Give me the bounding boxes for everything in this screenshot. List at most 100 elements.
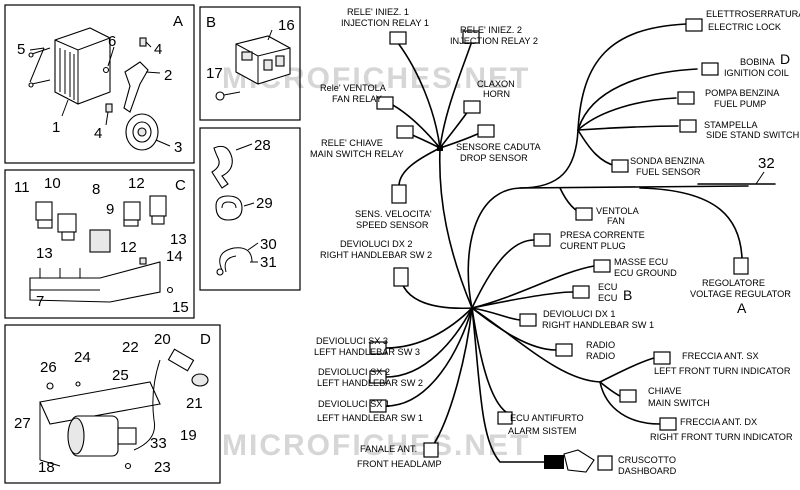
part-number: 11 xyxy=(14,179,30,196)
screw-parts-5 xyxy=(28,47,51,88)
rh-sw2-connector xyxy=(393,267,409,287)
part-number: 30 xyxy=(260,236,277,253)
part-number: 4 xyxy=(94,125,102,142)
ignition-coil-label-it: BOBINA xyxy=(740,57,776,67)
panel-a: A xyxy=(4,4,195,164)
speed-sensor-label-it: SENS. VELOCITA' xyxy=(355,209,432,219)
main-relay-label-it: RELE' CHIAVE xyxy=(321,138,383,148)
part-number: 1 xyxy=(52,119,60,136)
side-stand-label-en: SIDE STAND SWITCH xyxy=(706,130,799,140)
relay2-label-en: INJECTION RELAY 2 xyxy=(450,36,538,46)
screw-illustration xyxy=(46,382,54,390)
part-number: 2 xyxy=(164,67,172,84)
alarm-label-en: ALARM SISTEM xyxy=(508,426,576,436)
connector-boxes xyxy=(369,18,749,473)
relay2-connector xyxy=(462,30,480,44)
rh-sw1-connector xyxy=(519,313,537,327)
alarm-connector xyxy=(497,411,513,425)
ecu-connector xyxy=(572,285,590,299)
rf-turn-connector xyxy=(659,417,677,431)
rh-sw1-label-en: RIGHT HANDLEBAR SW 1 xyxy=(542,320,654,330)
lf-turn-label-en: LEFT FRONT TURN INDICATOR xyxy=(654,366,791,376)
panel-d: D 22 20 26 24 25 21 27 19 33 18 23 xyxy=(4,324,221,484)
horn-label-it: CLAXON xyxy=(477,79,515,89)
lf-turn-connector xyxy=(653,351,671,365)
radio-connector xyxy=(555,343,573,357)
part-number: 7 xyxy=(36,293,44,310)
radio-label-it: RADIO xyxy=(586,340,615,350)
ecu-label-en: ECU xyxy=(598,293,617,303)
rh-sw2-label-it: DEVIOLUCI DX 2 xyxy=(340,239,413,249)
regulator-label-it: REGOLATORE xyxy=(702,278,765,288)
radio-label-en: RADIO xyxy=(586,351,615,361)
part-number: 4 xyxy=(154,41,162,58)
main-relay-connector xyxy=(396,125,414,139)
ecu-ground-label-en: ECU GROUND xyxy=(614,268,677,278)
alarm-label-it: ECU ANTIFURTO xyxy=(510,413,584,423)
panel-d-letter: D xyxy=(200,331,211,348)
part-number: 13 xyxy=(170,231,187,248)
alarm-bracket-illustration xyxy=(39,381,161,467)
part-number: 20 xyxy=(154,331,171,348)
part-number: 6 xyxy=(108,33,116,50)
part-number: 28 xyxy=(254,137,271,154)
lh-sw3-connector xyxy=(369,341,387,355)
fan-relay-label-it: Rele' VENTOLA xyxy=(320,83,387,93)
part-number: 31 xyxy=(260,254,277,271)
fan-relay-connector xyxy=(376,96,394,110)
panel-a-letter: A xyxy=(173,13,183,30)
part-number: 10 xyxy=(44,175,61,192)
ref-d-callout: D xyxy=(780,51,790,67)
side-stand-connector xyxy=(679,119,697,133)
lh-sw2-label-it: DEVIOLUCI SX 2 xyxy=(318,367,390,377)
ecu-unit-illustration xyxy=(54,27,111,105)
electric-lock-label-en: ELECTRIC LOCK xyxy=(708,22,782,32)
part-number: 12 xyxy=(120,239,137,256)
regulator-connector xyxy=(733,257,749,275)
part-number: 19 xyxy=(180,427,197,444)
relay-bracket-illustration xyxy=(29,261,161,303)
cable-tie-illustration xyxy=(215,195,243,221)
regulator-label-en: VOLTAGE REGULATOR xyxy=(690,289,791,299)
lh-sw3-label-en: LEFT HANDLEBAR SW 3 xyxy=(314,347,420,357)
part-number: 15 xyxy=(172,299,189,316)
electric-lock-label-it: ELETTROSERRATURA xyxy=(706,9,800,19)
dashboard-label-en: DASHBOARD xyxy=(618,466,677,476)
clamp-illustration xyxy=(211,145,233,189)
lh-sw3-label-it: DEVIOLUCI SX 3 xyxy=(316,336,388,346)
rh-sw1-label-it: DEVIOLUCI DX 1 xyxy=(543,309,616,319)
ecu-label-it: ECU xyxy=(598,282,617,292)
main-relay-label-en: MAIN SWITCH RELAY xyxy=(310,149,404,159)
horn-connector xyxy=(463,100,481,114)
panel-c: C 11 10 8 12 9 13 12 13 14 7 xyxy=(4,169,195,319)
lh-sw2-connector xyxy=(369,370,387,384)
part-number: 5 xyxy=(17,41,25,58)
clip-illustration xyxy=(105,103,113,113)
horn-illustration xyxy=(125,113,159,151)
electric-lock-connector xyxy=(685,18,703,32)
part-number: 3 xyxy=(174,139,182,156)
side-stand-label-it: STAMPELLA xyxy=(704,120,758,130)
relay1-label-it: RELE' INIEZ. 1 xyxy=(347,7,409,17)
lh-sw1-label-en: LEFT HANDLEBAR SW 1 xyxy=(317,413,423,423)
headlamp-label-en: FRONT HEADLAMP xyxy=(357,459,442,469)
relay1-connector xyxy=(389,31,407,45)
part-number: 29 xyxy=(256,195,273,212)
main-switch-label-it: CHIAVE xyxy=(648,386,682,396)
part-number: 22 xyxy=(122,339,139,356)
fuel-pump-label-it: POMPA BENZINA xyxy=(705,88,780,98)
speed-sensor-label-en: SPEED SENSOR xyxy=(356,220,429,230)
ignition-coil-connector xyxy=(701,62,719,76)
current-plug-label-it: PRESA CORRENTE xyxy=(560,230,645,240)
rf-turn-label-it: FRECCIA ANT. DX xyxy=(680,417,757,427)
spark-plug-cap-illustration xyxy=(133,348,209,451)
fan-label-it: VENTOLA xyxy=(596,206,640,216)
relay-illustration xyxy=(35,195,167,253)
main-switch-connector xyxy=(619,389,637,403)
headlamp-label-it: FANALE ANT. xyxy=(360,444,417,454)
panel-clamps: 28 29 30 31 xyxy=(199,127,301,291)
headlamp-connector xyxy=(423,442,439,458)
screw-illustration xyxy=(102,66,110,74)
part-number: 8 xyxy=(92,181,100,198)
